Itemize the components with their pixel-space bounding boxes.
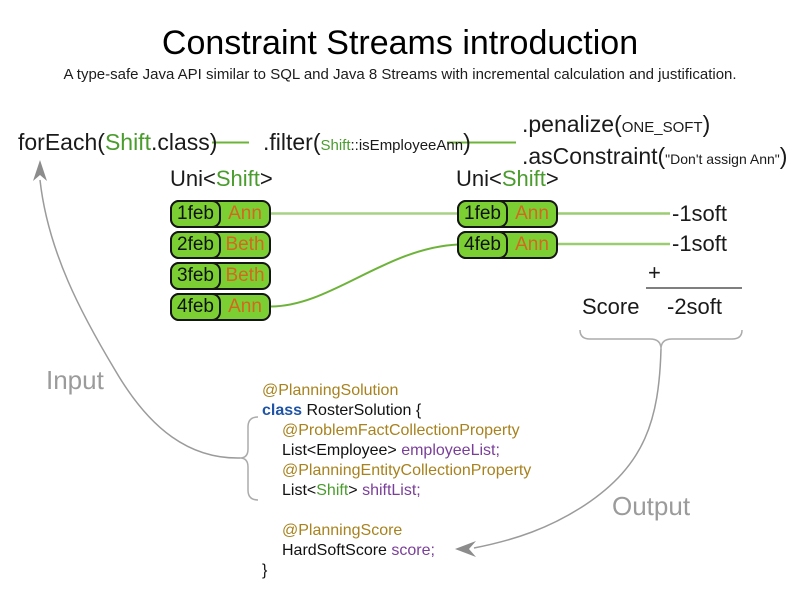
uni-pre: Uni< bbox=[456, 166, 502, 191]
code-line-annotation-solution: @PlanningSolution bbox=[262, 381, 531, 401]
penalize-call: .penalize(ONE_SOFT) bbox=[522, 110, 787, 142]
left-stream-type-label: Uni<Shift> bbox=[170, 166, 273, 192]
shift-date: 2feb bbox=[170, 231, 221, 259]
input-arrow-curve bbox=[39, 179, 241, 459]
shift-row: 4feb Ann bbox=[457, 231, 558, 259]
uni-post: > bbox=[545, 166, 559, 191]
annotation-planning-score: @PlanningScore bbox=[282, 522, 403, 539]
shift-employee: Beth bbox=[225, 265, 265, 286]
output-label: Output bbox=[612, 491, 691, 521]
filter-pre: .filter( bbox=[263, 129, 321, 155]
code-brace bbox=[239, 416, 259, 501]
shift-date: 4feb bbox=[457, 231, 508, 259]
sum-plus-sign: + bbox=[648, 260, 661, 285]
foreach-call: forEach(Shift.class) bbox=[18, 129, 217, 156]
shift-date: 1feb bbox=[457, 200, 508, 228]
foreach-type: Shift bbox=[104, 129, 151, 155]
page-title: Constraint Streams introduction bbox=[161, 24, 639, 62]
penalty-value: -1soft bbox=[672, 231, 728, 256]
uni-pre: Uni< bbox=[170, 166, 216, 191]
shift-employee: Beth bbox=[225, 234, 265, 255]
uni-type: Shift bbox=[501, 166, 546, 191]
annotation-problem-fact: @ProblemFactCollectionProperty bbox=[282, 422, 520, 439]
output-arrow-curve bbox=[473, 348, 662, 549]
shift-row: 4feb Ann bbox=[170, 293, 271, 321]
foreach-pre: forEach( bbox=[18, 129, 105, 155]
shift-list-type: Shift bbox=[316, 482, 349, 499]
input-label: Input bbox=[46, 365, 104, 395]
code-line-annotation-planning-entity: @PlanningEntityCollectionProperty bbox=[262, 461, 531, 481]
employee-list-field: employeeList; bbox=[401, 442, 500, 459]
shift-employee: Ann bbox=[228, 296, 262, 317]
keyword-class: class bbox=[262, 402, 303, 419]
closing-brace: } bbox=[262, 562, 268, 579]
shift-date: 1feb bbox=[170, 200, 221, 228]
class-name: RosterSolution { bbox=[302, 402, 422, 419]
penalize-arg: ONE_SOFT bbox=[621, 119, 703, 136]
shift-row: 1feb Ann bbox=[170, 200, 271, 228]
shift-employee: Ann bbox=[228, 203, 262, 224]
penalize-pre: .penalize( bbox=[522, 111, 622, 137]
shift-employee: Ann bbox=[515, 234, 549, 255]
code-line-annotation-problem-fact: @ProblemFactCollectionProperty bbox=[262, 421, 531, 441]
score-value: -2soft bbox=[667, 294, 723, 319]
code-line-class-decl: class RosterSolution { bbox=[262, 401, 531, 421]
employee-list-type: List<Employee> bbox=[282, 442, 402, 459]
row-connector-4feb bbox=[269, 243, 459, 308]
as-constraint-arg: "Don't assign Ann" bbox=[665, 151, 780, 167]
as-constraint-call: .asConstraint("Don't assign Ann") bbox=[522, 142, 787, 173]
shift-date: 3feb bbox=[170, 262, 221, 290]
shift-employee: Ann bbox=[515, 203, 549, 224]
code-line-closing-brace: } bbox=[262, 561, 531, 581]
uni-post: > bbox=[259, 166, 273, 191]
shift-row: 1feb Ann bbox=[457, 200, 558, 228]
as-constraint-post: ) bbox=[779, 143, 788, 169]
score-label: Score bbox=[582, 294, 640, 319]
shift-date: 4feb bbox=[170, 293, 221, 321]
shift-list-field: shiftList; bbox=[362, 482, 421, 499]
score-brace bbox=[579, 329, 743, 350]
code-line-employee-list: List<Employee> employeeList; bbox=[262, 441, 531, 461]
code-line-score-field: HardSoftScore score; bbox=[262, 541, 531, 561]
foreach-post: .class) bbox=[150, 129, 218, 155]
uni-type: Shift bbox=[215, 166, 260, 191]
filter-method: ::isEmployeeAnn bbox=[350, 137, 464, 154]
shift-list-type-post: > bbox=[348, 482, 363, 499]
code-line-shift-list: List<Shift> shiftList; bbox=[262, 481, 531, 501]
score-type: HardSoftScore bbox=[282, 542, 392, 559]
output-arrowhead-icon bbox=[455, 541, 476, 557]
terminal-calls: .penalize(ONE_SOFT) .asConstraint("Don't… bbox=[522, 110, 787, 173]
annotation-planning-solution: @PlanningSolution bbox=[262, 382, 399, 399]
penalty-value: -1soft bbox=[672, 201, 728, 226]
annotation-planning-entity: @PlanningEntityCollectionProperty bbox=[282, 462, 532, 479]
code-block: @PlanningSolution class RosterSolution {… bbox=[262, 381, 531, 581]
shift-list-type-pre: List< bbox=[282, 482, 317, 499]
penalize-post: ) bbox=[702, 111, 711, 137]
code-blank-line bbox=[262, 501, 531, 521]
filter-post: ) bbox=[463, 129, 471, 155]
page-subtitle: A type-safe Java API similar to SQL and … bbox=[63, 66, 737, 83]
score-field: score; bbox=[391, 542, 435, 559]
as-constraint-pre: .asConstraint( bbox=[522, 143, 666, 169]
input-arrowhead-icon bbox=[33, 160, 47, 181]
right-stream-type-label: Uni<Shift> bbox=[456, 166, 559, 192]
code-line-annotation-score: @PlanningScore bbox=[262, 521, 531, 541]
filter-type: Shift bbox=[320, 137, 351, 154]
filter-call: .filter(Shift::isEmployeeAnn) bbox=[263, 129, 471, 156]
